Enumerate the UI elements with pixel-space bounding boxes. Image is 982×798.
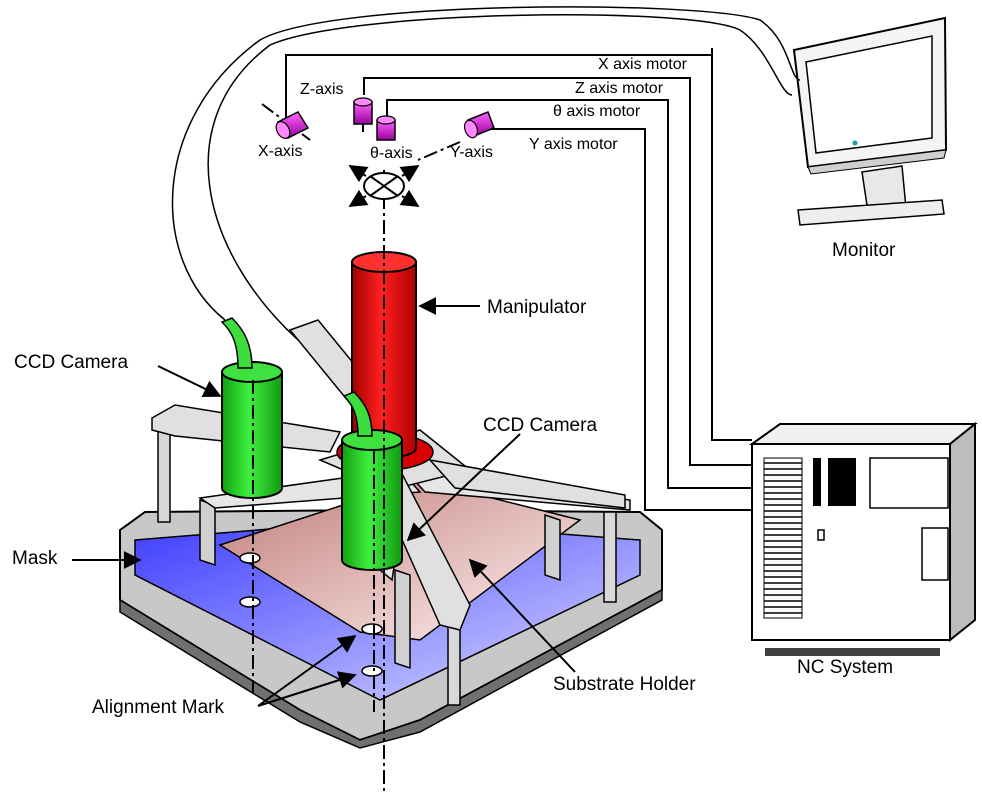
x-axis-label: X-axis xyxy=(258,143,302,160)
ccd-camera-left-label: CCD Camera xyxy=(14,352,128,373)
theta-axis-motor-label: θ axis motor xyxy=(553,103,641,120)
mask-label: Mask xyxy=(12,548,58,569)
ccd-camera-right-label: CCD Camera xyxy=(483,415,597,436)
nc-system-label: NC System xyxy=(797,657,893,678)
label-arrows xyxy=(72,297,576,707)
ccd-camera-right xyxy=(341,391,403,571)
nc-system xyxy=(748,421,978,656)
alignment-holes xyxy=(239,552,383,677)
monitor xyxy=(792,16,948,226)
x-axis-motor xyxy=(275,111,310,139)
theta-axis-label: θ-axis xyxy=(370,145,413,162)
motion-symbol xyxy=(348,165,420,207)
y-axis-motor-label: Y axis motor xyxy=(529,136,618,153)
substrate-holder-label: Substrate Holder xyxy=(553,674,696,695)
z-axis-label: Z-axis xyxy=(300,81,344,98)
support-posts xyxy=(157,429,617,706)
motor-cables xyxy=(285,48,752,511)
x-axis-motor-label: X axis motor xyxy=(598,56,688,73)
y-axis-motor xyxy=(463,111,495,139)
z-axis-motor-label: Z axis motor xyxy=(575,80,664,97)
monitor-label: Monitor xyxy=(832,240,896,261)
camera-cables xyxy=(171,6,801,341)
theta-axis-motor xyxy=(376,115,396,141)
substrate-holder-brackets xyxy=(199,498,561,670)
z-axis-motor xyxy=(353,97,373,132)
manipulator-label: Manipulator xyxy=(487,297,587,318)
vent-grille xyxy=(763,457,803,619)
y-axis-label: Y-axis xyxy=(450,144,493,161)
alignment-mark-label: Alignment Mark xyxy=(92,697,224,718)
